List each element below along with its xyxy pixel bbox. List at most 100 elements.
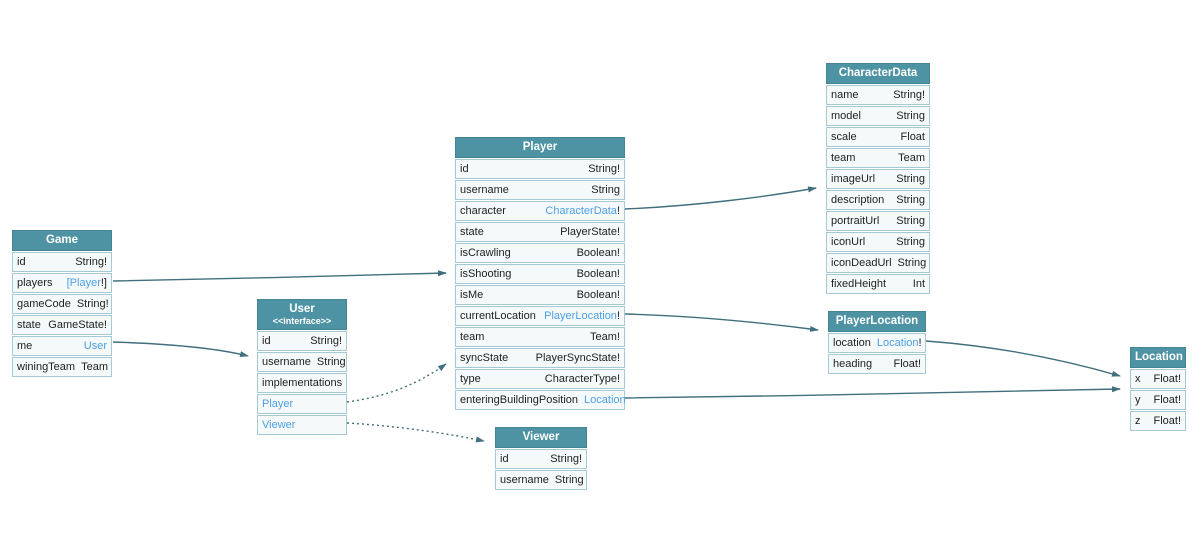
game-title: Game	[46, 234, 78, 246]
field-type: PlayerLocation!	[544, 309, 620, 323]
user-field-implementations[interactable]: implementations	[257, 373, 347, 393]
type-link[interactable]: Location	[584, 394, 626, 406]
type-text: String	[897, 257, 927, 269]
type-text: Float!	[1153, 394, 1181, 406]
field-type: Boolean!	[577, 267, 620, 281]
viewer-header[interactable]: Viewer	[495, 427, 587, 448]
type-text: CharacterType!	[544, 373, 620, 385]
field-type: String	[896, 109, 925, 123]
field-name: gameCode	[17, 298, 71, 310]
field-name: iconDeadUrl	[831, 257, 892, 269]
location-header[interactable]: Location	[1130, 347, 1186, 368]
type-link[interactable]: User	[83, 340, 107, 352]
game-header[interactable]: Game	[12, 230, 112, 251]
field-type: Boolean!	[577, 246, 620, 260]
user-field-Player[interactable]: Player	[257, 394, 347, 414]
field-name[interactable]: Player	[262, 398, 294, 410]
field-name[interactable]: Viewer	[262, 419, 296, 431]
field-name: id	[500, 453, 509, 465]
player-field-isCrawling[interactable]: isCrawling Boolean!	[455, 243, 625, 263]
field-name: location	[833, 337, 871, 349]
type-link[interactable]: [Player	[66, 277, 101, 289]
type-text: String	[896, 110, 925, 122]
field-name: iconUrl	[831, 236, 866, 248]
user-field-Viewer[interactable]: Viewer	[257, 415, 347, 435]
field-name: winingTeam	[17, 361, 76, 373]
user-title: User	[289, 303, 315, 315]
game-field-players[interactable]: players[Player!]	[12, 273, 112, 293]
type-link[interactable]: PlayerLocation	[544, 310, 617, 322]
field-type: Location	[584, 393, 626, 407]
field-name: character	[460, 205, 506, 217]
field-type: String	[317, 355, 346, 369]
type-link[interactable]: CharacterData	[545, 205, 617, 217]
player-field-enteringBuildingPosition[interactable]: enteringBuildingPosition Location	[455, 390, 626, 410]
playerlocation-field-location[interactable]: location Location!	[828, 333, 926, 353]
field-name: enteringBuildingPosition	[460, 394, 579, 406]
field-name: x	[1135, 373, 1141, 385]
field-type: Location!	[877, 336, 922, 350]
type-text: String!	[588, 163, 620, 175]
characterdata-field-iconDeadUrl[interactable]: iconDeadUrl String	[826, 253, 930, 273]
field-name: z	[1135, 415, 1141, 427]
type-text: String!	[893, 89, 925, 101]
playerlocation-header[interactable]: PlayerLocation	[828, 311, 926, 332]
edge-user-player-implementation	[346, 363, 447, 403]
field-type: Team	[898, 151, 925, 165]
edge-user-viewer-implementation	[346, 422, 485, 443]
type-text: String	[316, 356, 346, 368]
field-type: String	[896, 193, 925, 207]
player-header[interactable]: Player	[455, 137, 625, 158]
type-text: !]	[100, 277, 107, 289]
characterdata-header[interactable]: CharacterData	[826, 63, 930, 84]
field-name: username	[500, 474, 549, 486]
user-header[interactable]: User<<interface>>	[257, 299, 347, 330]
type-link[interactable]: Location	[876, 337, 919, 349]
field-name: team	[460, 331, 485, 343]
field-type: Float	[901, 130, 925, 144]
location-title: Location	[1135, 351, 1183, 363]
field-name: isCrawling	[460, 247, 511, 259]
edge-playerlocation-location-to-location	[925, 340, 1121, 377]
